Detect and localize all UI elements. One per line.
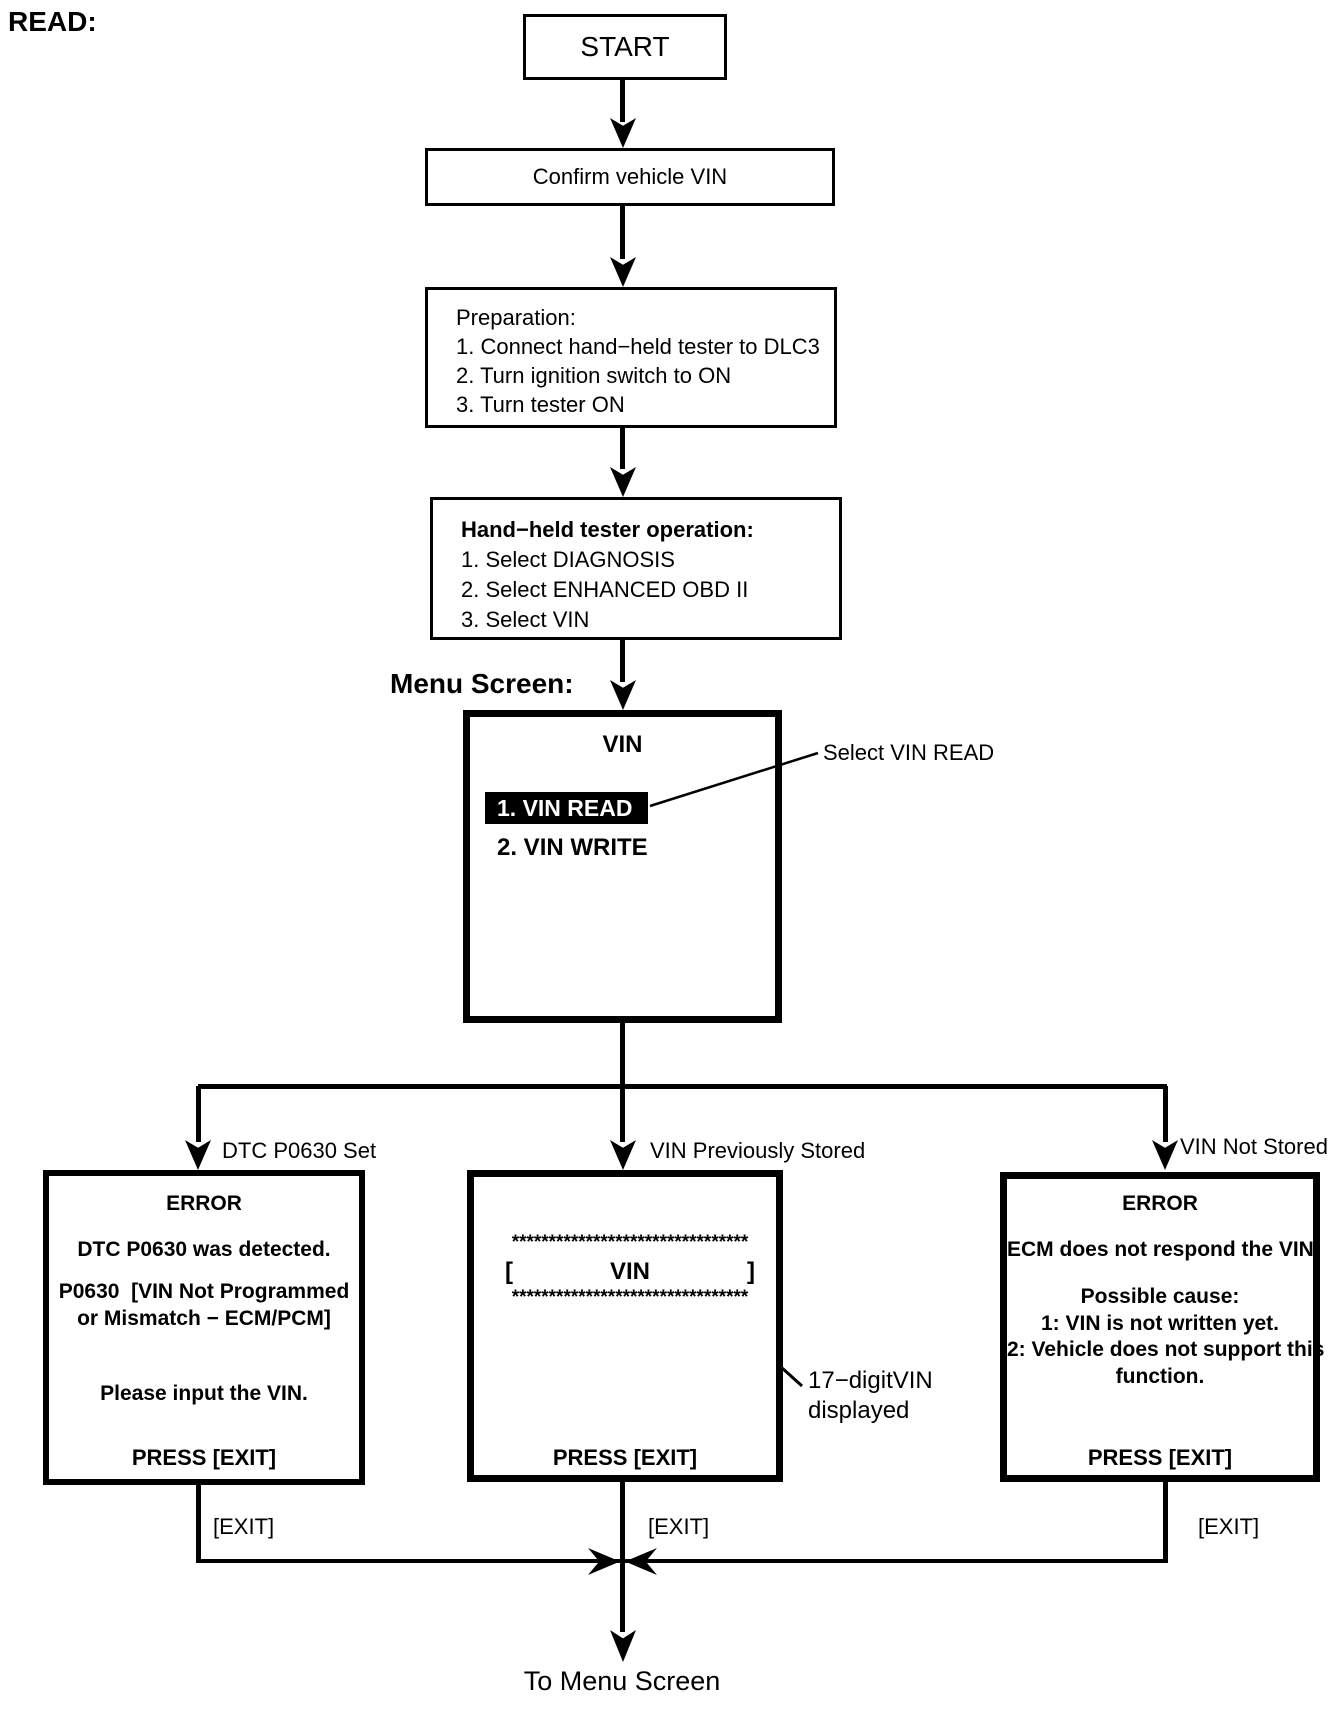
- arrowhead-to-menu-screen-icon: [610, 1630, 636, 1662]
- error-no-vin-screen: ERROR ECM does not respond the VIN. Poss…: [1000, 1172, 1325, 1482]
- arrowhead-branch-right-icon: [1152, 1140, 1178, 1170]
- tester-operation-step-3: 3. Select VIN: [461, 607, 590, 632]
- arrowhead-tester-menu-icon: [610, 680, 636, 710]
- exit-line-right: [1163, 1482, 1168, 1563]
- tester-operation-step-2: 2. Select ENHANCED OBD II: [461, 577, 749, 602]
- converge-horizontal-line: [198, 1559, 1167, 1563]
- error-dtc-line-3: or Mismatch − ECM/PCM]: [77, 1307, 331, 1330]
- preparation-title: Preparation:: [456, 305, 576, 330]
- arrowhead-confirm-preparation-icon: [610, 257, 636, 287]
- connector-tester-menu: [620, 640, 625, 682]
- menu-title: VIN: [602, 731, 643, 758]
- asterisk-row-top: ********************************: [511, 1232, 749, 1253]
- menu-screen-caption: Menu Screen:: [390, 668, 574, 699]
- branch-label-vin-stored: VIN Previously Stored: [650, 1138, 866, 1163]
- preparation-step-2: 2. Turn ignition switch to ON: [456, 363, 732, 388]
- connector-branch-middle: [620, 1086, 625, 1142]
- start-node: START: [523, 14, 727, 80]
- error-dtc-line-1: DTC P0630 was detected.: [77, 1238, 331, 1261]
- confirm-vin-node: Confirm vehicle VIN: [425, 148, 835, 206]
- error-dtc-press-exit: PRESS [EXIT]: [131, 1445, 277, 1470]
- connector-to-menu-screen: [620, 1561, 625, 1632]
- arrowhead-preparation-tester-icon: [610, 467, 636, 497]
- arrowhead-branch-middle-icon: [610, 1140, 636, 1170]
- error-dtc-line-2: P0630 [VIN Not Programmed: [58, 1280, 350, 1303]
- arrowhead-branch-left-icon: [185, 1140, 211, 1170]
- exit-line-middle: [620, 1482, 625, 1563]
- error-no-vin-press-exit: PRESS [EXIT]: [1087, 1445, 1233, 1470]
- preparation-step-1: 1. Connect hand−held tester to DLC3: [456, 334, 820, 359]
- tester-operation-step-1: 1. Select DIAGNOSIS: [461, 547, 675, 572]
- connector-branch-left: [196, 1086, 201, 1142]
- exit-label-middle: [EXIT]: [648, 1514, 710, 1539]
- branch-horizontal-line: [198, 1084, 1167, 1089]
- asterisk-row-bottom: ********************************: [511, 1287, 749, 1308]
- menu-screen-node: VIN 1. VIN READ 2. VIN WRITE: [463, 710, 782, 1023]
- error-dtc-line-4: Please input the VIN.: [100, 1382, 308, 1405]
- connector-start-confirm: [620, 80, 625, 122]
- tester-operation-title: Hand−held tester operation:: [461, 517, 754, 542]
- page-title: READ:: [8, 6, 97, 37]
- error-dtc-title: ERROR: [166, 1192, 242, 1215]
- exit-label-right: [EXIT]: [1198, 1514, 1260, 1539]
- arrowhead-start-confirm-icon: [610, 118, 636, 148]
- exit-label-left: [EXIT]: [213, 1514, 275, 1539]
- confirm-vin-label: Confirm vehicle VIN: [532, 164, 728, 189]
- vin-bracket-open: [: [505, 1258, 513, 1285]
- connector-confirm-preparation: [620, 206, 625, 259]
- vin-display-label: VIN: [609, 1258, 650, 1285]
- branch-label-vin-not-stored: VIN Not Stored: [1180, 1134, 1328, 1159]
- tester-operation-node: Hand−held tester operation: 1. Select DI…: [430, 497, 842, 640]
- connector-menu-branch: [620, 1023, 625, 1086]
- error-dtc-screen: ERROR DTC P0630 was detected. P0630 [VIN…: [43, 1170, 365, 1485]
- error-no-vin-line-2: Possible cause:: [1080, 1285, 1240, 1308]
- vin-display-row: [ VIN ]: [505, 1258, 755, 1286]
- preparation-node: Preparation: 1. Connect hand−held tester…: [425, 287, 837, 428]
- error-no-vin-title: ERROR: [1122, 1192, 1198, 1215]
- connector-branch-right: [1163, 1086, 1168, 1142]
- error-no-vin-line-5: function.: [1115, 1365, 1205, 1388]
- connector-preparation-tester: [620, 428, 625, 469]
- menu-item-vin-write[interactable]: 2. VIN WRITE: [497, 834, 648, 861]
- error-no-vin-line-1: ECM does not respond the VIN.: [1007, 1238, 1320, 1261]
- callout-select-vin-read: Select VIN READ: [823, 740, 995, 765]
- vin-stored-press-exit: PRESS [EXIT]: [552, 1445, 698, 1470]
- vin-stored-screen: ******************************** [ VIN ]…: [467, 1170, 783, 1482]
- branch-label-dtc-set: DTC P0630 Set: [222, 1138, 377, 1163]
- vin-bracket-close: ]: [746, 1258, 755, 1285]
- preparation-step-3: 3. Turn tester ON: [456, 392, 625, 417]
- error-no-vin-line-4: 2: Vehicle does not support this: [1007, 1338, 1325, 1361]
- callout-17-digit-vin: 17−digitVIN displayed: [808, 1366, 933, 1426]
- callout-17-digit-line-1: 17−digitVIN: [808, 1367, 933, 1394]
- menu-item-vin-read[interactable]: 1. VIN READ: [485, 792, 648, 824]
- error-no-vin-line-3: 1: VIN is not written yet.: [1040, 1312, 1280, 1335]
- start-label: START: [580, 31, 670, 62]
- callout-17-digit-line-2: displayed: [808, 1397, 910, 1424]
- exit-line-left: [196, 1485, 201, 1563]
- to-menu-screen-label: To Menu Screen: [523, 1666, 721, 1696]
